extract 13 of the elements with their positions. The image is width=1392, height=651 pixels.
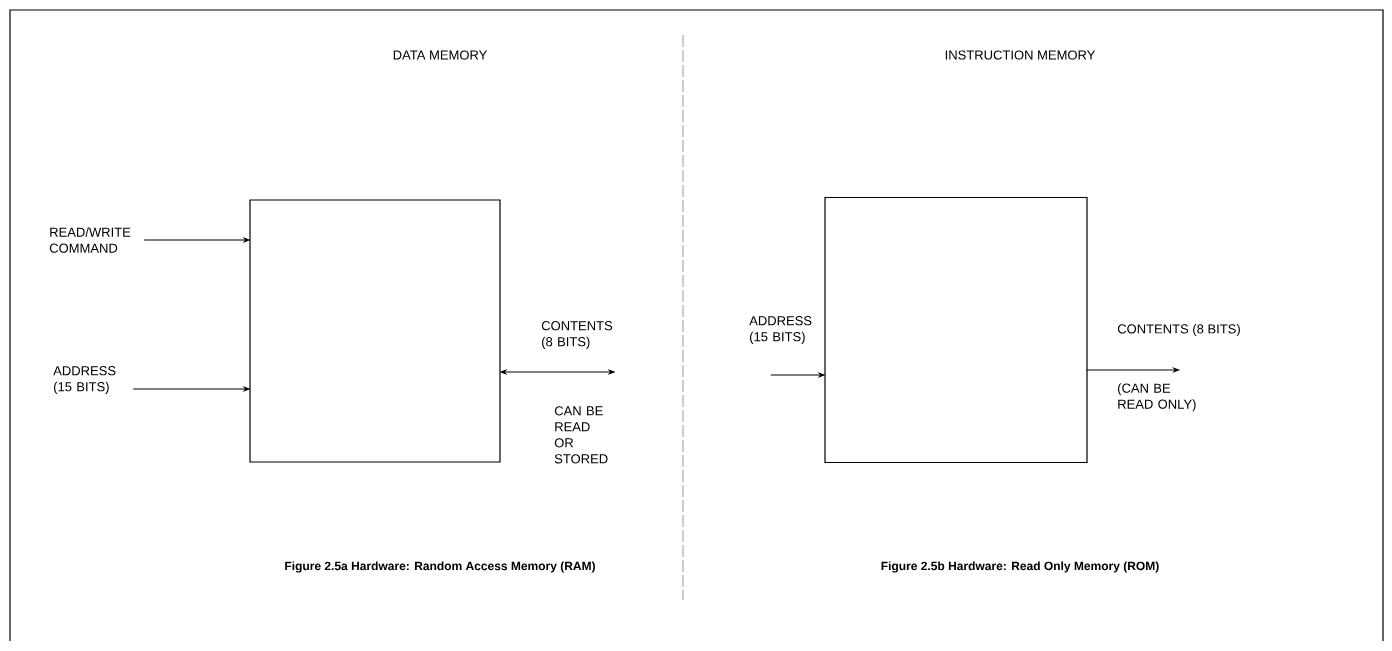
signal-label: CONTENTS (8 BITS): [541, 321, 613, 349]
figure-caption: Figure 2.5a Hardware: Random Access Memory (RAM): [285, 561, 595, 573]
memory-box: [249, 199, 501, 463]
panel-heading: DATA MEMORY: [393, 50, 488, 60]
note-text: CAN BE READ OR STORED: [554, 406, 608, 464]
panel-heading: INSTRUCTION MEMORY: [945, 50, 1096, 60]
figure-caption: Figure 2.5b Hardware: Read Only Memory (ROM): [881, 561, 1159, 573]
signal-label: CONTENTS (8 BITS): [1117, 323, 1240, 337]
signal-label: ADDRESS (15 BITS): [53, 366, 116, 394]
signal-label: READ/WRITE COMMAND: [49, 227, 131, 253]
memory-box: [824, 196, 1088, 464]
note-text: ADDRESS (15 BITS): [749, 316, 812, 344]
note-text: (CAN BE READ ONLY): [1118, 383, 1196, 412]
